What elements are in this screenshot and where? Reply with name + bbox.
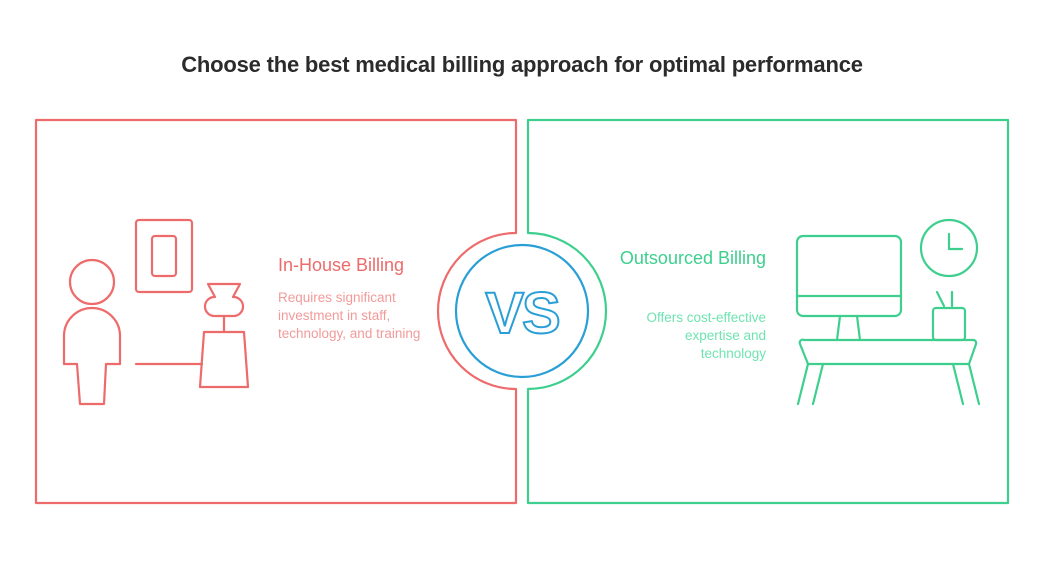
in-house-title: In-House Billing [278, 255, 405, 275]
in-house-panel-frame [34, 118, 518, 505]
desk-top [798, 338, 978, 366]
outsourced-panel-frame [526, 118, 1010, 505]
monitor-icon [795, 234, 903, 318]
vase-icon [203, 282, 245, 318]
outsourced-title: Outsourced Billing [619, 248, 766, 268]
wall-frame-icon [134, 218, 194, 294]
page-title: Choose the best medical billing approach… [181, 52, 863, 77]
desk-stand [198, 330, 250, 389]
person-at-desk-icon [62, 218, 250, 406]
vs-circle [454, 243, 590, 379]
person-head [68, 258, 116, 306]
in-house-description: Requires significant investment in staff… [278, 290, 421, 341]
outsourced-description: Offers cost-effective expertise and tech… [646, 310, 766, 361]
vs-label: VS [485, 281, 559, 346]
person-body [62, 306, 122, 406]
pen-holder-icon [931, 306, 967, 342]
computer-desk-clock-icon [795, 218, 981, 406]
clock-icon [919, 218, 979, 278]
